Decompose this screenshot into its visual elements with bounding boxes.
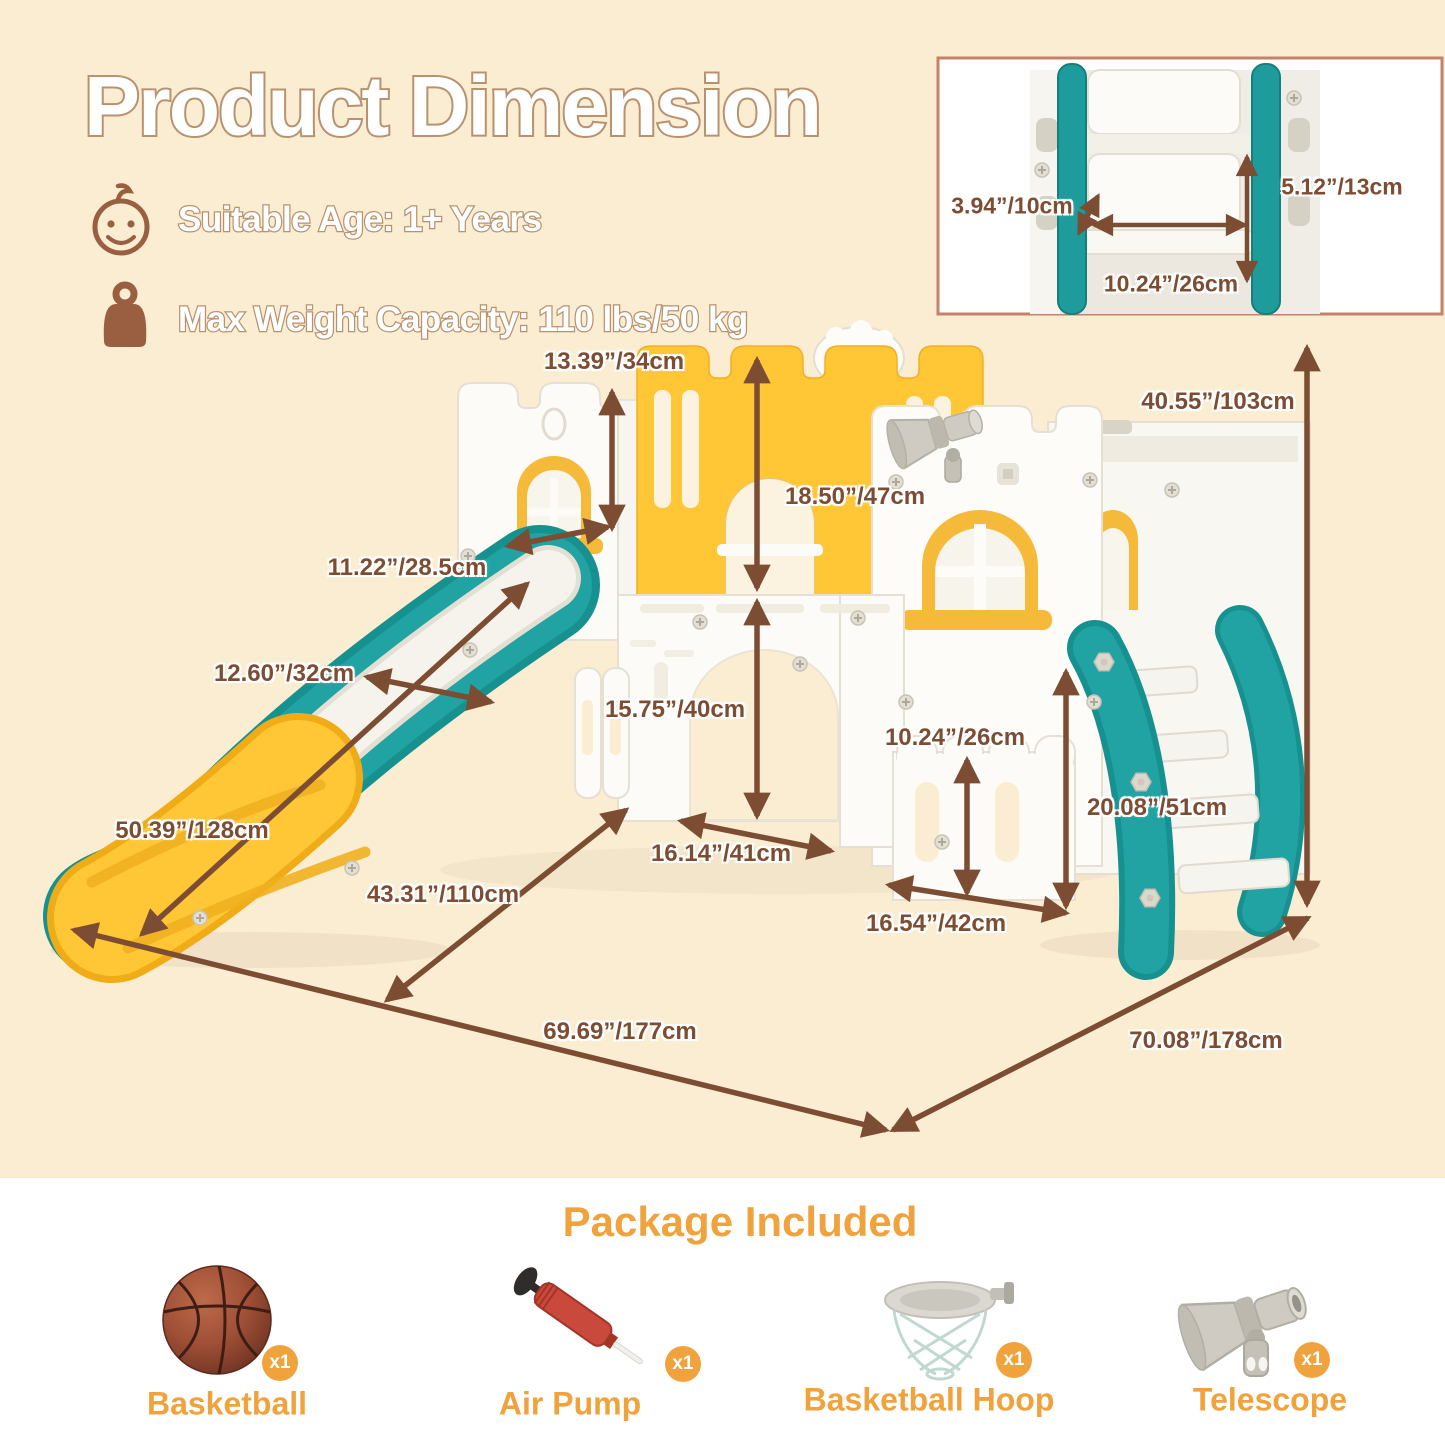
dim-label-overall-length: 69.69”/177cm [543, 1018, 697, 1045]
baby-icon [92, 183, 150, 256]
dim-label-arch-height: 15.75”/40cm [604, 696, 746, 723]
suitable-age-text: Suitable Age: 1+ Years [177, 199, 543, 241]
dim-label-slide-run: 43.31”/110cm [366, 881, 520, 908]
max-weight-text: Max Weight Capacity: 110 lbs/50 kg [177, 299, 750, 341]
qty-badge-telescope: x1 [1294, 1342, 1330, 1378]
dim-label-overall-depth: 70.08”/178cm [1129, 1027, 1283, 1054]
basketball-icon [162, 1265, 272, 1375]
item-label-basketball: Basketball [146, 1385, 308, 1422]
left-fence [574, 667, 630, 799]
dim-label-step-height: 5.12”/13cm [1281, 173, 1403, 200]
playset-illustration [43, 56, 1444, 1138]
dimension-arrows [69, 153, 1321, 1138]
dim-label-stairs-height: 20.08”/51cm [1086, 794, 1228, 821]
dim-label-step-depth: 3.94”/10cm [951, 192, 1073, 219]
telescope-icon [1177, 1287, 1307, 1377]
item-label-air-pump: Air Pump [498, 1385, 642, 1422]
dim-label-step-width: 10.24”/26cm [1103, 270, 1239, 297]
dim-label-base-width: 16.54”/42cm [865, 910, 1007, 937]
package-title: Package Included [562, 1198, 918, 1245]
dim-label-arch-width: 16.14”/41cm [650, 840, 792, 867]
air-pump-icon [513, 1267, 643, 1365]
qty-badge-basketball: x1 [262, 1345, 298, 1381]
telescope [886, 409, 983, 483]
weight-icon [103, 281, 147, 347]
right-fence [892, 735, 1076, 901]
dim-label-wall-height: 18.50”/47cm [784, 483, 926, 510]
stairs [1067, 605, 1306, 980]
basketball-hoop-icon [884, 1281, 1014, 1381]
dim-label-upper-tower-height: 13.39”/34cm [543, 348, 685, 375]
step-detail-inset [936, 56, 1444, 316]
item-label-basketball-hoop: Basketball Hoop [803, 1381, 1055, 1418]
dim-label-overall-height: 40.55”/103cm [1141, 388, 1295, 415]
page-title: Product Dimension [82, 57, 824, 155]
qty-badge-basketball-hoop: x1 [996, 1342, 1032, 1378]
dim-label-slide-length: 50.39”/128cm [115, 817, 269, 844]
dim-label-slide-width: 12.60”/32cm [213, 660, 355, 687]
dim-label-fence-height: 10.24”/26cm [884, 724, 1026, 751]
qty-badge-air-pump: x1 [665, 1346, 701, 1382]
item-label-telescope: Telescope [1192, 1381, 1348, 1418]
dim-label-slide-top-width: 11.22”/28.5cm [327, 554, 487, 581]
